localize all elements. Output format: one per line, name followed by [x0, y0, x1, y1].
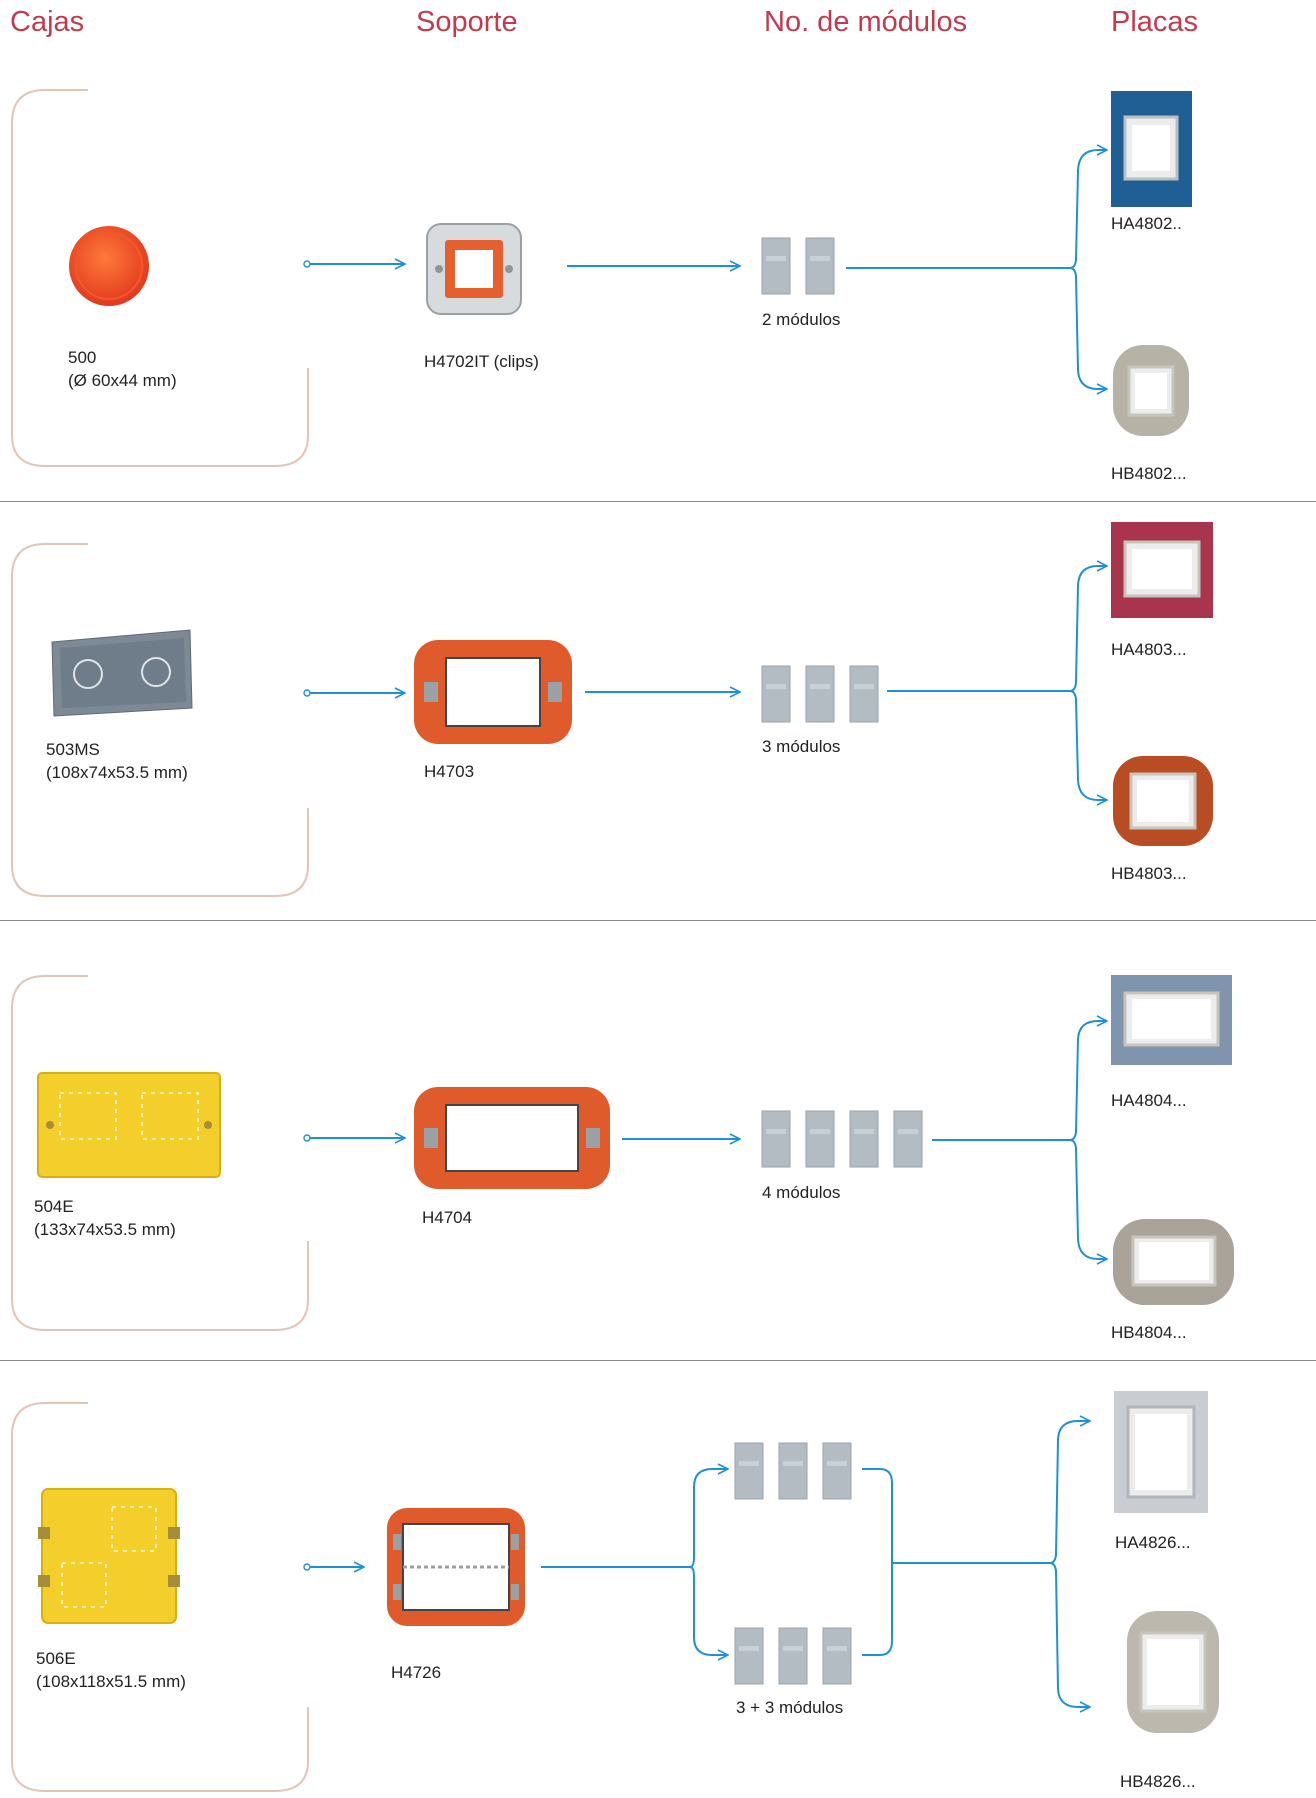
- box-code: 500: [68, 348, 97, 367]
- module-icons-top: [734, 1442, 852, 1500]
- connector-arrow: [0, 502, 1316, 920]
- box-code: 506E: [36, 1649, 76, 1668]
- module-icons: [761, 665, 879, 723]
- connector-arrow: [0, 0, 1316, 500]
- yellow-rectangular-box-icon: [37, 1072, 221, 1178]
- row-506e: 506E (108x118x51.5 mm) H4726 3 + 3 módul…: [0, 1361, 1316, 1798]
- plate-square-icon: [1114, 1391, 1208, 1513]
- modules-label: 3 módulos: [762, 737, 841, 756]
- connector-arrow: [0, 921, 1316, 1358]
- plate-b-label: HB4826...: [1120, 1772, 1196, 1791]
- plate-rounded-icon: [1127, 1611, 1219, 1733]
- plate-rounded-icon: [1113, 1219, 1234, 1305]
- row-separator: [0, 1360, 1316, 1361]
- plate-a-label: HA4803...: [1111, 640, 1187, 659]
- box-dims: (108x118x51.5 mm): [36, 1672, 186, 1691]
- metal-rectangular-box-icon: [51, 629, 193, 717]
- header-soporte: Soporte: [416, 6, 518, 38]
- plate-square-icon: [1111, 975, 1232, 1065]
- connector-arrow: [0, 1361, 1316, 1798]
- box-dims: (108x74x53.5 mm): [46, 763, 188, 782]
- support-frame-icon: [426, 223, 522, 315]
- box-code: 503MS: [46, 740, 100, 759]
- plate-square-icon: [1111, 522, 1213, 618]
- modules-label: 3 + 3 módulos: [736, 1698, 844, 1717]
- module-icons: [761, 1110, 923, 1168]
- box-bracket: [11, 975, 309, 1331]
- support-label: H4704: [422, 1208, 473, 1227]
- box-dims: (133x74x53.5 mm): [34, 1220, 176, 1239]
- plate-b-label: HB4802...: [1111, 464, 1187, 483]
- row-504e: 504E (133x74x53.5 mm) H4704 4 módulos HA…: [0, 921, 1316, 1358]
- header-modulos: No. de módulos: [764, 6, 968, 38]
- box-bracket: [11, 1402, 309, 1792]
- support-label: H4703: [424, 762, 475, 781]
- plate-b-label: HB4803...: [1111, 864, 1187, 883]
- module-icons: [761, 237, 835, 295]
- yellow-square-box-icon: [38, 1488, 180, 1624]
- support-frame-icon: [414, 1087, 610, 1189]
- support-frame-icon: [387, 1508, 525, 1626]
- plate-rounded-icon: [1113, 345, 1189, 436]
- row-500: 500 (Ø 60x44 mm) H4702IT (clips) 2 módul…: [0, 0, 1316, 500]
- modules-label: 4 módulos: [762, 1183, 841, 1202]
- plate-rounded-icon: [1113, 756, 1213, 846]
- plate-a-label: HA4804...: [1111, 1091, 1187, 1110]
- plate-b-label: HB4804...: [1111, 1323, 1187, 1342]
- header-cajas: Cajas: [10, 6, 85, 38]
- header-placas: Placas: [1111, 6, 1199, 38]
- row-separator: [0, 920, 1316, 921]
- support-frame-icon: [414, 640, 572, 744]
- round-orange-box-icon: [69, 226, 149, 306]
- box-dims: (Ø 60x44 mm): [68, 371, 177, 390]
- plate-a-label: HA4826...: [1115, 1533, 1191, 1552]
- module-icons-bottom: [734, 1627, 852, 1685]
- support-label: H4702IT (clips): [424, 352, 539, 371]
- support-label: H4726: [391, 1663, 442, 1682]
- box-bracket: [11, 543, 309, 897]
- modules-label: 2 módulos: [762, 310, 841, 329]
- row-503ms: 503MS (108x74x53.5 mm) H4703 3 módulos H…: [0, 502, 1316, 920]
- plate-a-label: HA4802..: [1111, 214, 1182, 233]
- box-bracket: [11, 89, 309, 467]
- plate-square-icon: [1111, 91, 1192, 207]
- row-separator: [0, 501, 1316, 502]
- box-code: 504E: [34, 1197, 74, 1216]
